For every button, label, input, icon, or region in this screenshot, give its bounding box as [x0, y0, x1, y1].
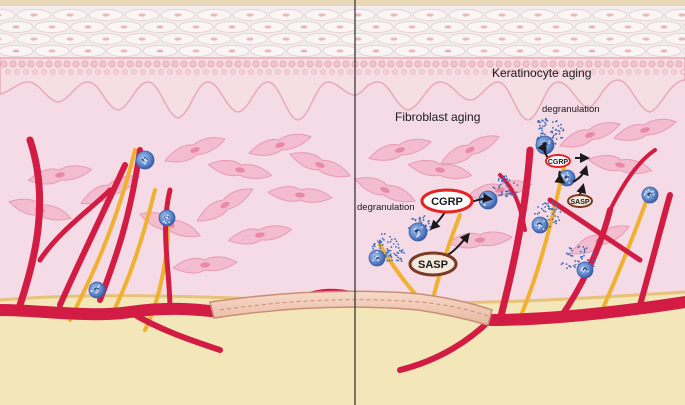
top-border — [0, 0, 685, 6]
degranulation-label-left: degranulation — [357, 202, 415, 213]
sasp-pill-large: SASP — [410, 253, 456, 275]
cgrp-pill-small: CGRP — [546, 155, 570, 167]
degranulation-label-right: degranulation — [542, 104, 600, 115]
sasp-label-small: SASP — [570, 199, 589, 206]
fibroblast-aging-label: Fibroblast aging — [395, 110, 480, 124]
keratinocyte-aging-label: Keratinocyte aging — [492, 66, 591, 80]
sasp-label: SASP — [418, 259, 448, 271]
cgrp-label-small: CGRP — [548, 159, 569, 166]
cgrp-pill-large: CGRP — [422, 190, 472, 212]
cgrp-label: CGRP — [431, 196, 463, 208]
sasp-pill-small: SASP — [568, 195, 592, 207]
